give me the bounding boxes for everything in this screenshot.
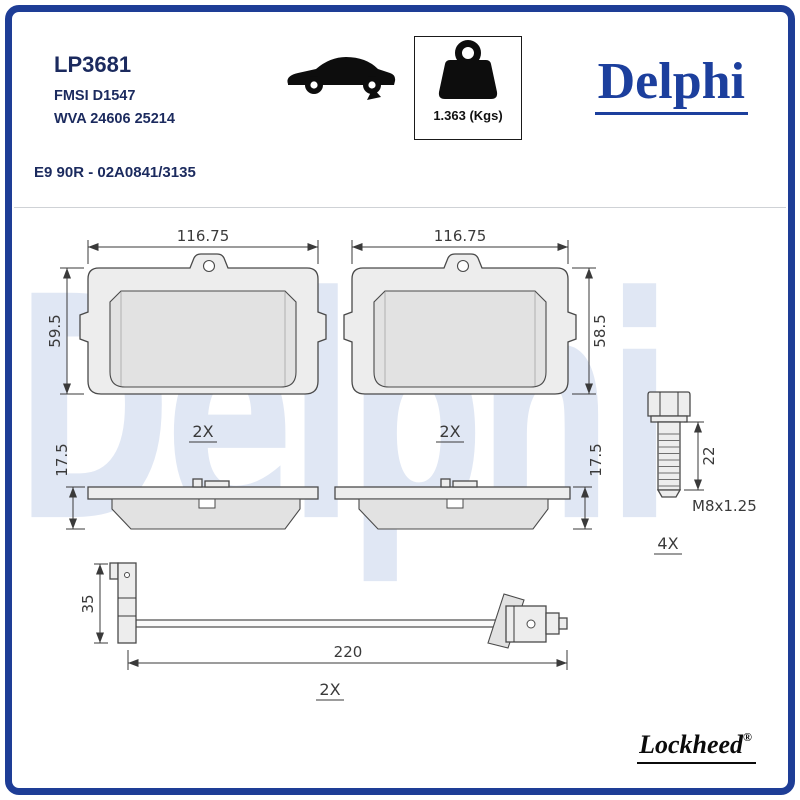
front-wheel-hub — [310, 81, 318, 89]
bolt-tip — [656, 489, 682, 498]
pad-right-friction-material — [373, 290, 547, 388]
pad-right-qty-label: 2X — [439, 422, 460, 441]
sensor-height-dimension: 35 — [79, 563, 108, 644]
sensor-body-hole — [526, 619, 536, 629]
profile-right-friction-block — [358, 498, 549, 530]
profile-right-side-view — [334, 478, 571, 530]
profile-right-thickness-label: 17.5 — [587, 443, 605, 476]
car-icon — [287, 57, 396, 100]
bolt-drawing — [647, 391, 691, 498]
profile-right-thickness-dimension: 17.5 — [573, 443, 605, 530]
profile-left-backplate — [87, 486, 319, 500]
sensor-body — [505, 605, 547, 643]
sensor-wire — [135, 619, 501, 628]
weight-box: 1.363 (Kgs) — [414, 36, 522, 140]
header-divider — [14, 207, 786, 208]
profile-left-friction-block — [111, 498, 301, 530]
pad-left-friction-material — [109, 290, 297, 388]
approval-code: E9 90R - 02A0841/3135 — [34, 164, 196, 181]
bolt-length-dimension: 22 — [684, 421, 718, 491]
rear-axle-arrow-icon — [367, 88, 381, 100]
weight-handle — [455, 40, 481, 66]
bolt-thread-label: M8x1.25 — [692, 497, 757, 515]
pad-right-top-view — [343, 253, 577, 395]
pad-left-lug-hole — [202, 259, 216, 273]
bolt-flange — [650, 415, 688, 423]
profile-left-thickness-label: 17.5 — [53, 443, 71, 476]
profile-right-slot — [446, 498, 464, 509]
vehicle-axle-pictogram — [282, 44, 400, 107]
weight-body — [438, 60, 498, 99]
profile-right-backplate — [334, 486, 571, 500]
bolt-head — [647, 391, 691, 417]
sensor-quantity: 2X — [316, 680, 344, 701]
sensor-qty-label: 2X — [319, 680, 340, 699]
pad-left-height-label: 59.5 — [46, 314, 64, 347]
pad-right-lug-hole — [456, 259, 470, 273]
profile-left-clip — [204, 480, 230, 488]
sensor-pin — [558, 617, 568, 630]
pad-right-height-label: 58.5 — [591, 314, 609, 347]
pad-left-quantity: 2X — [189, 422, 217, 443]
sensor-plug — [545, 612, 560, 635]
part-number: LP3681 — [54, 52, 132, 77]
pad-right-height-dimension: 58.5 — [572, 267, 609, 395]
pad-left-height-dimension: 59.5 — [46, 267, 84, 395]
pad-left-qty-label: 2X — [192, 422, 213, 441]
delphi-logo: Delphi — [594, 56, 748, 115]
sensor-bracket-hook — [109, 562, 119, 580]
wva-code: WVA 24606 25214 — [54, 111, 175, 127]
wear-sensor-drawing — [109, 562, 568, 649]
pad-right-quantity: 2X — [436, 422, 464, 443]
weight-icon — [438, 40, 498, 99]
bolt-length-label: 22 — [700, 446, 718, 465]
lockheed-wordmark: Lockheed — [639, 730, 744, 759]
profile-right-clip — [440, 478, 451, 488]
pad-left-width-dimension: 116.75 — [87, 227, 319, 264]
profile-left-side-view — [87, 478, 319, 530]
pad-left-top-view — [79, 253, 327, 395]
pad-right-width-dimension: 116.75 — [351, 227, 569, 264]
pad-left-width-label: 116.75 — [177, 227, 230, 245]
sensor-height-label: 35 — [79, 594, 97, 613]
sensor-length-label: 220 — [334, 643, 363, 661]
sensor-bracket-hole — [124, 572, 130, 578]
lockheed-logo: Lockheed® — [637, 730, 756, 764]
sensor-bracket — [117, 562, 137, 644]
rear-wheel-hub — [368, 81, 376, 89]
bolt-quantity: 4X — [654, 534, 682, 555]
registered-mark: ® — [743, 730, 752, 744]
weight-value: 1.363 (Kgs) — [433, 108, 503, 123]
pad-right-width-label: 116.75 — [434, 227, 487, 245]
profile-left-thickness-dimension: 17.5 — [53, 443, 85, 530]
sensor-length-dimension: 220 — [127, 643, 568, 670]
profile-left-clip — [192, 478, 203, 488]
profile-left-slot — [198, 498, 216, 509]
bolt-qty-label: 4X — [657, 534, 678, 553]
fmsi-code: FMSI D1547 — [54, 88, 136, 104]
profile-right-clip — [452, 480, 478, 488]
